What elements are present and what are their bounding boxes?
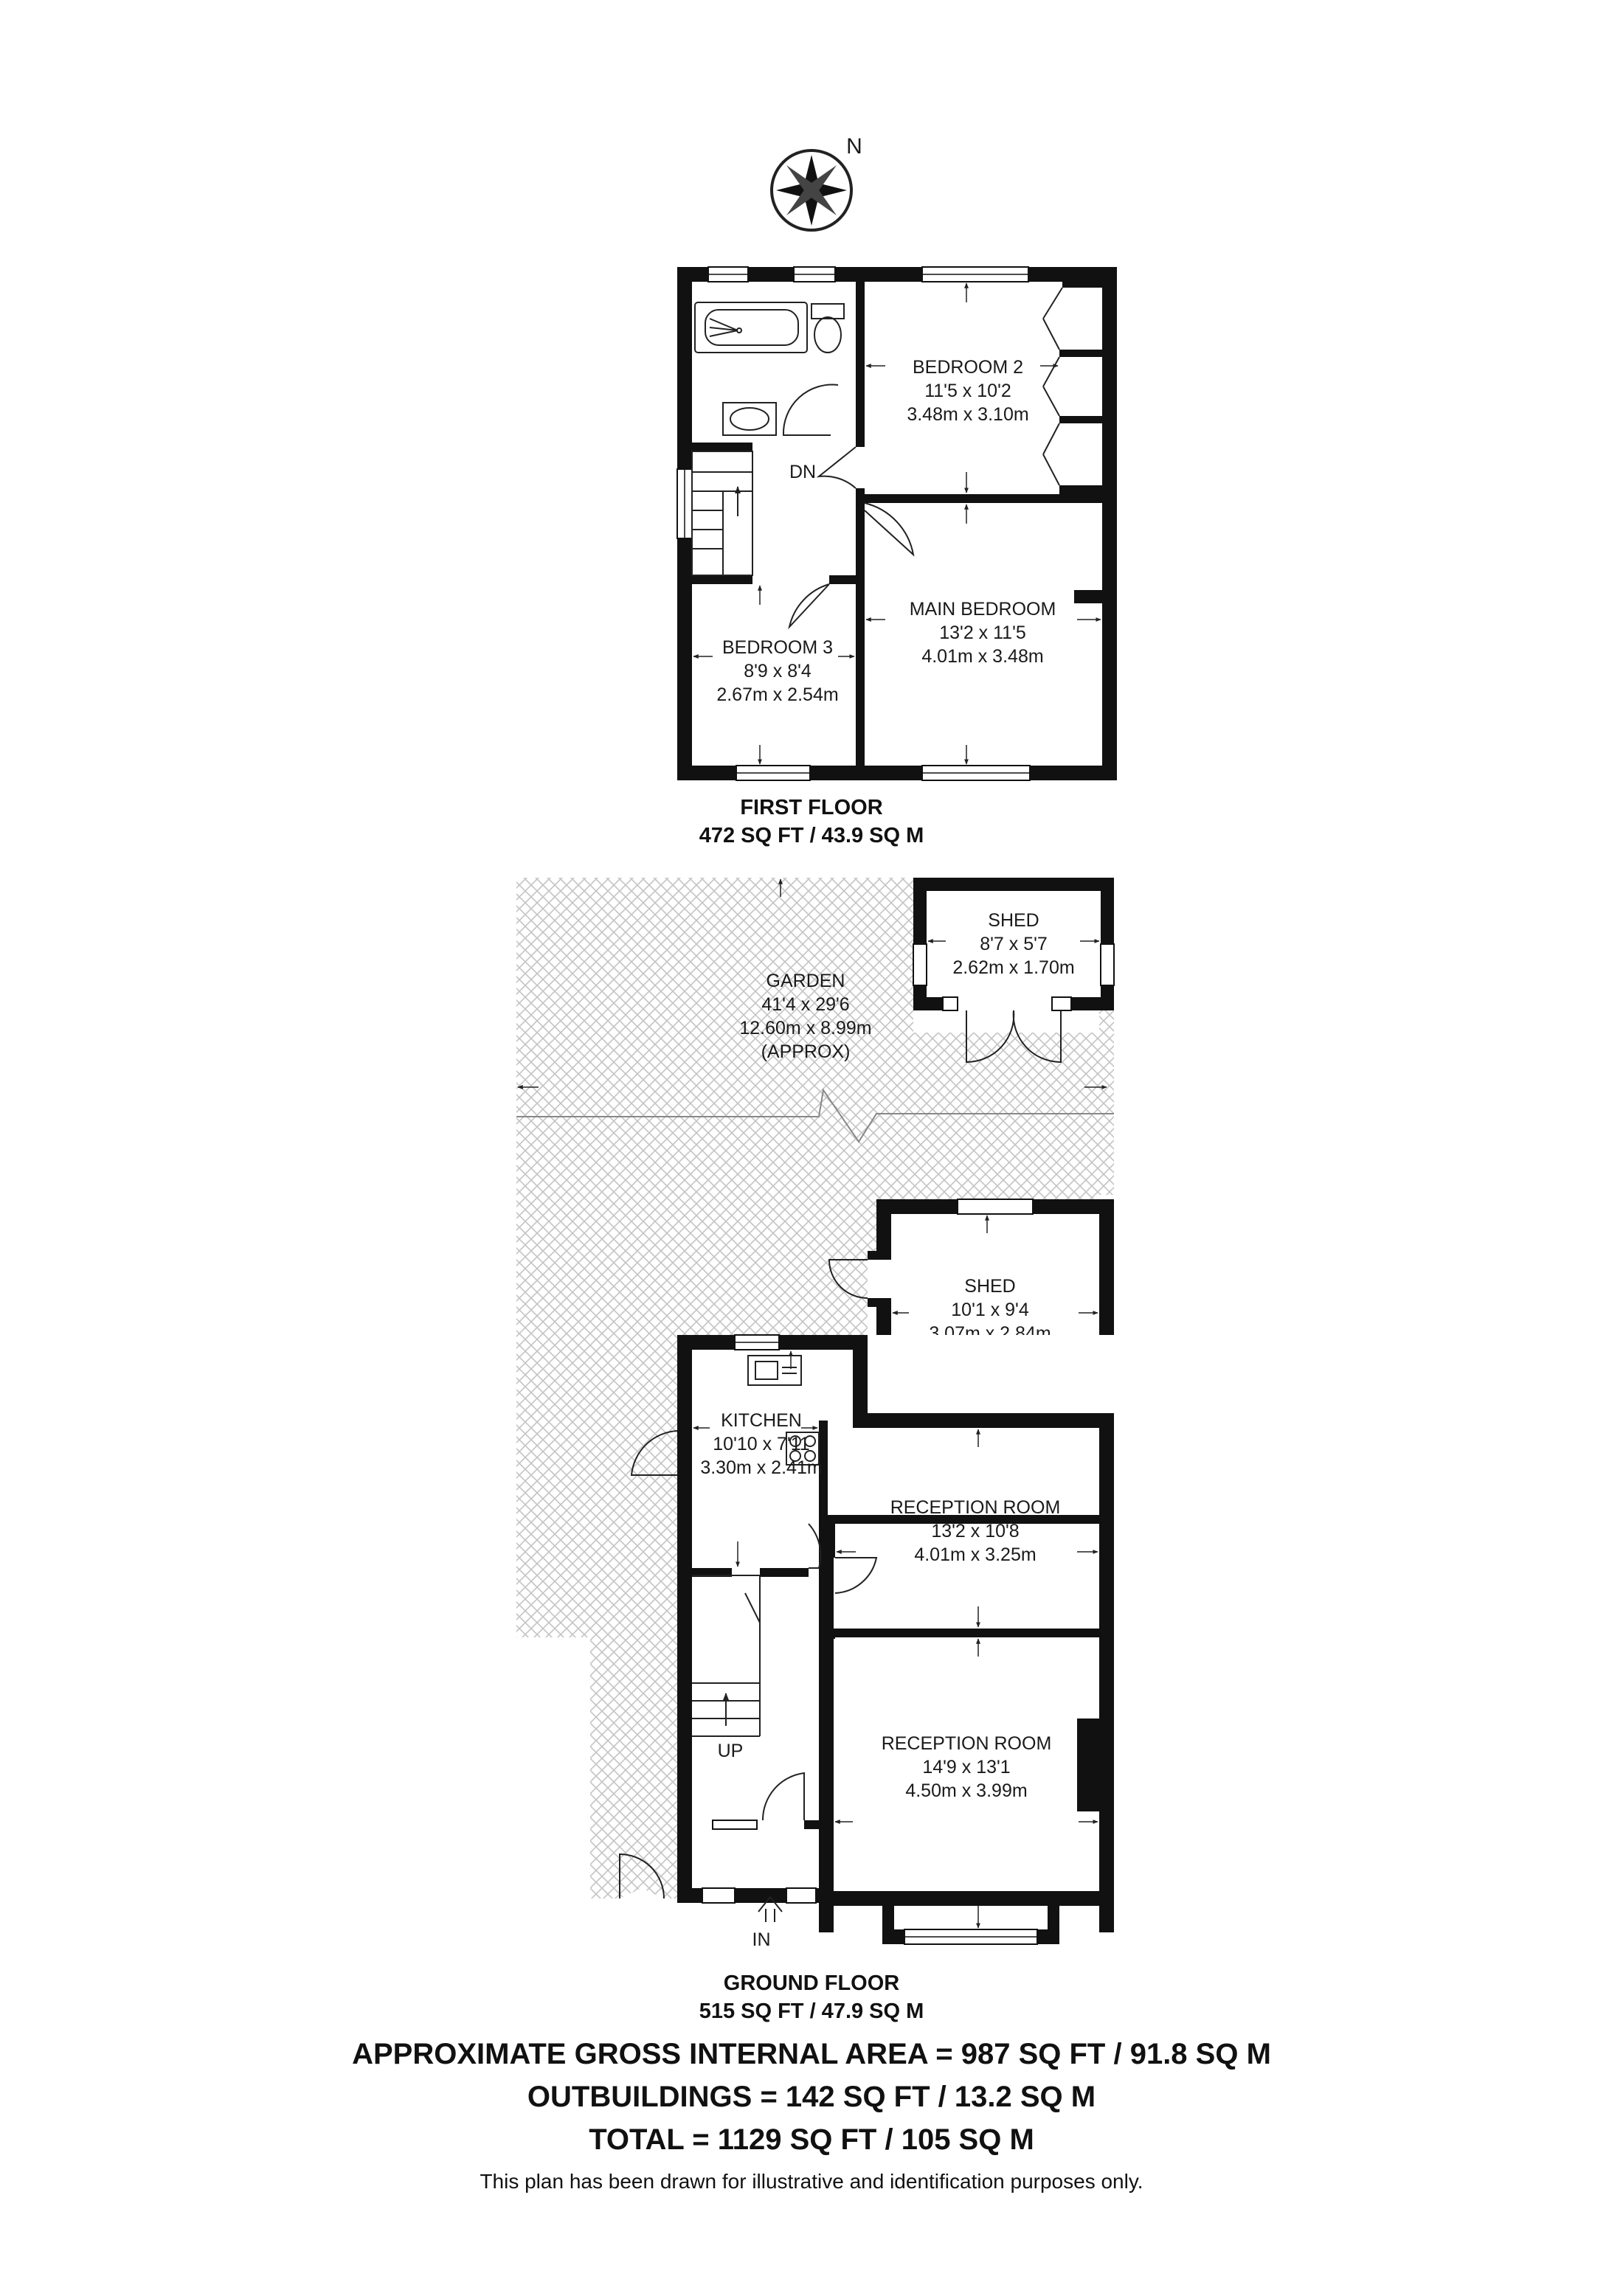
entrance-label: IN <box>752 1929 771 1950</box>
room-bedroom-3: BEDROOM 3 8'9 x 8'4 2.67m x 2.54m <box>716 637 838 705</box>
ground-floor-plan: UP IN KIT <box>619 1334 1114 1950</box>
ground-floor-doors <box>619 1430 878 1899</box>
room-reception-1: RECEPTION ROOM 13'2 x 10'8 4.01m x 3.25m <box>890 1497 1061 1565</box>
ground-floor-title: GROUND FLOOR <box>723 1971 900 1995</box>
ground-floor-stairs-icon <box>692 1575 761 1737</box>
garden-size-imperial: 41'4 x 29'6 <box>761 994 849 1015</box>
room-size-metric: 2.67m x 2.54m <box>716 684 838 705</box>
room-name: SHED <box>988 910 1039 931</box>
first-floor-title: FIRST FLOOR <box>740 796 883 819</box>
disclaimer-text: This plan has been drawn for illustrativ… <box>480 2170 1143 2193</box>
room-size-imperial: 10'10 x 7'11 <box>713 1434 809 1454</box>
room-size-metric: 2.62m x 1.70m <box>952 957 1074 978</box>
room-size-metric: 4.01m x 3.48m <box>921 646 1043 667</box>
room-size-imperial: 14'9 x 13'1 <box>922 1757 1010 1778</box>
outbuildings-area: OUTBUILDINGS = 142 SQ FT / 13.2 SQ M <box>527 2081 1096 2113</box>
room-size-imperial: 8'7 x 5'7 <box>980 934 1048 954</box>
first-floor-stairs-icon <box>691 451 753 576</box>
compass-icon: N <box>770 134 862 232</box>
gross-internal-area: APPROXIMATE GROSS INTERNAL AREA = 987 SQ… <box>352 2038 1271 2070</box>
room-name: KITCHEN <box>721 1410 802 1431</box>
room-main-bedroom: MAIN BEDROOM 13'2 x 11'5 4.01m x 3.48m <box>910 599 1056 667</box>
room-size-metric: 3.30m x 2.41m <box>700 1457 822 1478</box>
ground-floor-dimension-arrows <box>693 1350 1098 1929</box>
total-area: TOTAL = 1129 SQ FT / 105 SQ M <box>589 2123 1034 2156</box>
room-size-imperial: 13'2 x 11'5 <box>939 622 1026 643</box>
room-name: RECEPTION ROOM <box>882 1733 1052 1754</box>
room-name: MAIN BEDROOM <box>910 599 1056 620</box>
first-floor-doors <box>782 287 1063 630</box>
garden-approx-note: (APPROX) <box>761 1041 851 1062</box>
room-size-imperial: 11'5 x 10'2 <box>924 381 1011 401</box>
room-size-metric: 4.50m x 3.99m <box>905 1780 1027 1801</box>
room-size-imperial: 8'9 x 8'4 <box>744 661 812 681</box>
first-floor-plan: DN BEDROOM 2 11 <box>676 266 1117 781</box>
first-floor-area: 472 SQ FT / 43.9 SQ M <box>699 824 924 847</box>
room-name: SHED <box>964 1276 1015 1297</box>
garden-name: GARDEN <box>766 971 845 991</box>
room-size-imperial: 13'2 x 10'8 <box>931 1521 1019 1541</box>
entrance-arrow-icon <box>758 1896 783 1922</box>
hob-icon <box>786 1432 820 1466</box>
room-bedroom-2: BEDROOM 2 11'5 x 10'2 3.48m x 3.10m <box>907 357 1028 425</box>
bath-icon <box>694 302 808 353</box>
outbuilding-shed-small: SHED 8'7 x 5'7 2.62m x 1.70m <box>913 878 1115 1064</box>
room-name: BEDROOM 2 <box>913 357 1023 378</box>
room-size-metric: 4.01m x 3.25m <box>914 1544 1036 1565</box>
ground-floor-windows <box>702 1334 1038 1945</box>
room-name: RECEPTION ROOM <box>890 1497 1061 1518</box>
garden-label: GARDEN 41'4 x 29'6 12.60m x 8.99m (APPRO… <box>739 971 871 1062</box>
room-size-imperial: 10'1 x 9'4 <box>951 1300 1029 1320</box>
garden-area: GARDEN 41'4 x 29'6 12.60m x 8.99m (APPRO… <box>516 878 1114 1898</box>
room-reception-2: RECEPTION ROOM 14'9 x 13'1 4.50m x 3.99m <box>882 1733 1052 1801</box>
room-kitchen: KITCHEN 10'10 x 7'11 3.30m x 2.41m <box>700 1410 822 1478</box>
garden-size-metric: 12.60m x 8.99m <box>739 1018 871 1038</box>
compass-north-label: N <box>846 134 862 159</box>
first-floor-stairs-label: DN <box>789 462 816 482</box>
kitchen-sink-icon <box>747 1355 802 1386</box>
ground-floor-area: 515 SQ FT / 47.9 SQ M <box>699 2000 924 2023</box>
toilet-icon <box>811 303 845 353</box>
room-name: BEDROOM 3 <box>722 637 833 658</box>
ground-floor-stairs-label: UP <box>718 1741 744 1761</box>
room-size-metric: 3.48m x 3.10m <box>907 404 1028 425</box>
first-floor-dimension-arrows <box>693 282 1101 765</box>
sink-icon <box>722 402 777 436</box>
